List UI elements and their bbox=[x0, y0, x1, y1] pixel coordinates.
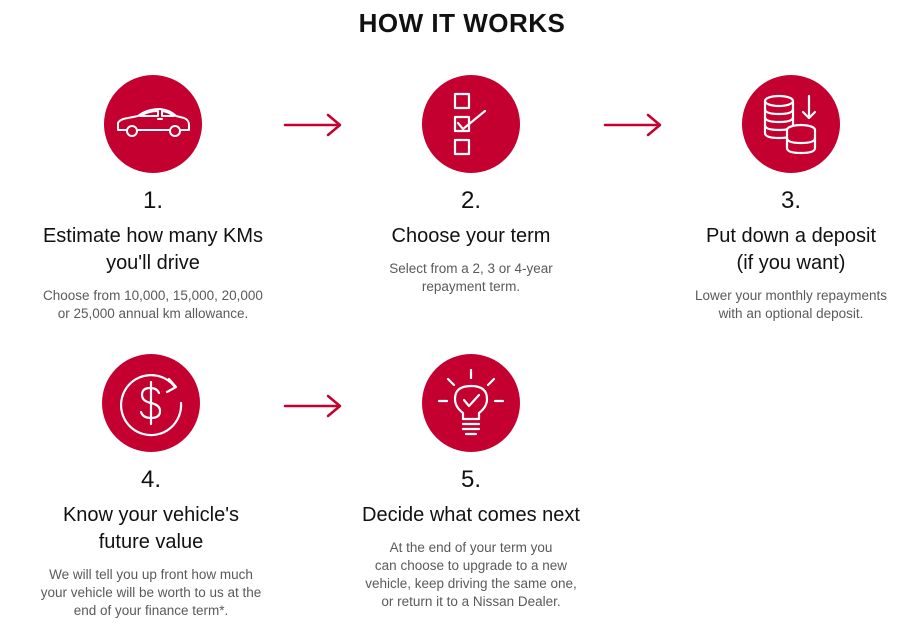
step-description-line: Select from a 2, 3 or 4-year bbox=[389, 261, 553, 276]
step-5-circle bbox=[422, 354, 520, 452]
arrow-right-icon bbox=[283, 113, 342, 137]
step-heading: Decide what comes next bbox=[318, 502, 624, 529]
step-description-line: We will tell you up front how much bbox=[49, 567, 253, 582]
step-1: 1. Estimate how many KMs you'll drive Ch… bbox=[0, 75, 306, 323]
step-4: 4. Know your vehicle's future value We w… bbox=[0, 354, 302, 620]
step-number: 4. bbox=[140, 466, 161, 493]
step-heading-line: (if you want) bbox=[736, 252, 846, 274]
step-number: 5. bbox=[460, 466, 481, 493]
step-heading-line: you'll drive bbox=[106, 252, 200, 274]
step-number: 2. bbox=[460, 187, 481, 214]
step-description-line: end of your finance term*. bbox=[73, 603, 229, 618]
step-4-circle bbox=[102, 354, 200, 452]
step-heading-line: Put down a deposit bbox=[705, 225, 877, 247]
step-heading: Estimate how many KMs you'll drive bbox=[0, 223, 306, 277]
step-description-line: At the end of your term you bbox=[389, 540, 553, 555]
arrow-right-icon bbox=[283, 394, 342, 418]
step-description-line: Choose from 10,000, 15,000, 20,000 bbox=[43, 288, 263, 303]
step-5: 5. Decide what comes next At the end of … bbox=[318, 354, 624, 611]
step-description: Select from a 2, 3 or 4-year repayment t… bbox=[318, 260, 624, 296]
step-heading: Choose your term bbox=[318, 223, 624, 250]
step-description-line: can choose to upgrade to a new bbox=[374, 558, 568, 573]
coins-down-icon bbox=[763, 94, 817, 155]
dollar-cycle-icon bbox=[120, 374, 183, 437]
step-description-line: your vehicle will be worth to us at the bbox=[40, 585, 262, 600]
step-3: 3. Put down a deposit (if you want) Lowe… bbox=[658, 75, 924, 323]
step-description-line: or return it to a Nissan Dealer. bbox=[381, 594, 561, 609]
step-description-line: repayment term. bbox=[421, 279, 521, 294]
checklist-icon bbox=[453, 92, 487, 156]
page-title: HOW IT WORKS bbox=[358, 8, 566, 38]
step-number: 3. bbox=[780, 187, 801, 214]
step-heading: Know your vehicle's future value bbox=[0, 502, 302, 556]
step-description: Lower your monthly repayments with an op… bbox=[658, 287, 924, 323]
car-icon bbox=[117, 108, 190, 137]
step-heading-line: Choose your term bbox=[391, 225, 551, 247]
step-description-line: vehicle, keep driving the same one, bbox=[365, 576, 577, 591]
step-description-line: or 25,000 annual km allowance. bbox=[57, 306, 249, 321]
step-heading-line: Decide what comes next bbox=[362, 504, 580, 526]
step-number: 1. bbox=[142, 187, 163, 214]
step-description-line: Lower your monthly repayments bbox=[694, 288, 888, 303]
step-3-circle bbox=[742, 75, 840, 173]
step-description: At the end of your term you can choose t… bbox=[318, 539, 624, 611]
step-description-line: with an optional deposit. bbox=[718, 306, 864, 321]
step-1-circle bbox=[104, 75, 202, 173]
step-description: Choose from 10,000, 15,000, 20,000 or 25… bbox=[0, 287, 306, 323]
step-heading-line: future value bbox=[98, 531, 204, 553]
step-2: 2. Choose your term Select from a 2, 3 o… bbox=[318, 75, 624, 296]
step-heading: Put down a deposit (if you want) bbox=[658, 223, 924, 277]
step-heading-line: Estimate how many KMs bbox=[42, 225, 264, 247]
step-description: We will tell you up front how much your … bbox=[0, 566, 302, 620]
arrow-right-icon bbox=[603, 113, 662, 137]
step-2-circle bbox=[422, 75, 520, 173]
step-heading-line: Know your vehicle's bbox=[62, 504, 240, 526]
lightbulb-check-icon bbox=[437, 368, 505, 436]
